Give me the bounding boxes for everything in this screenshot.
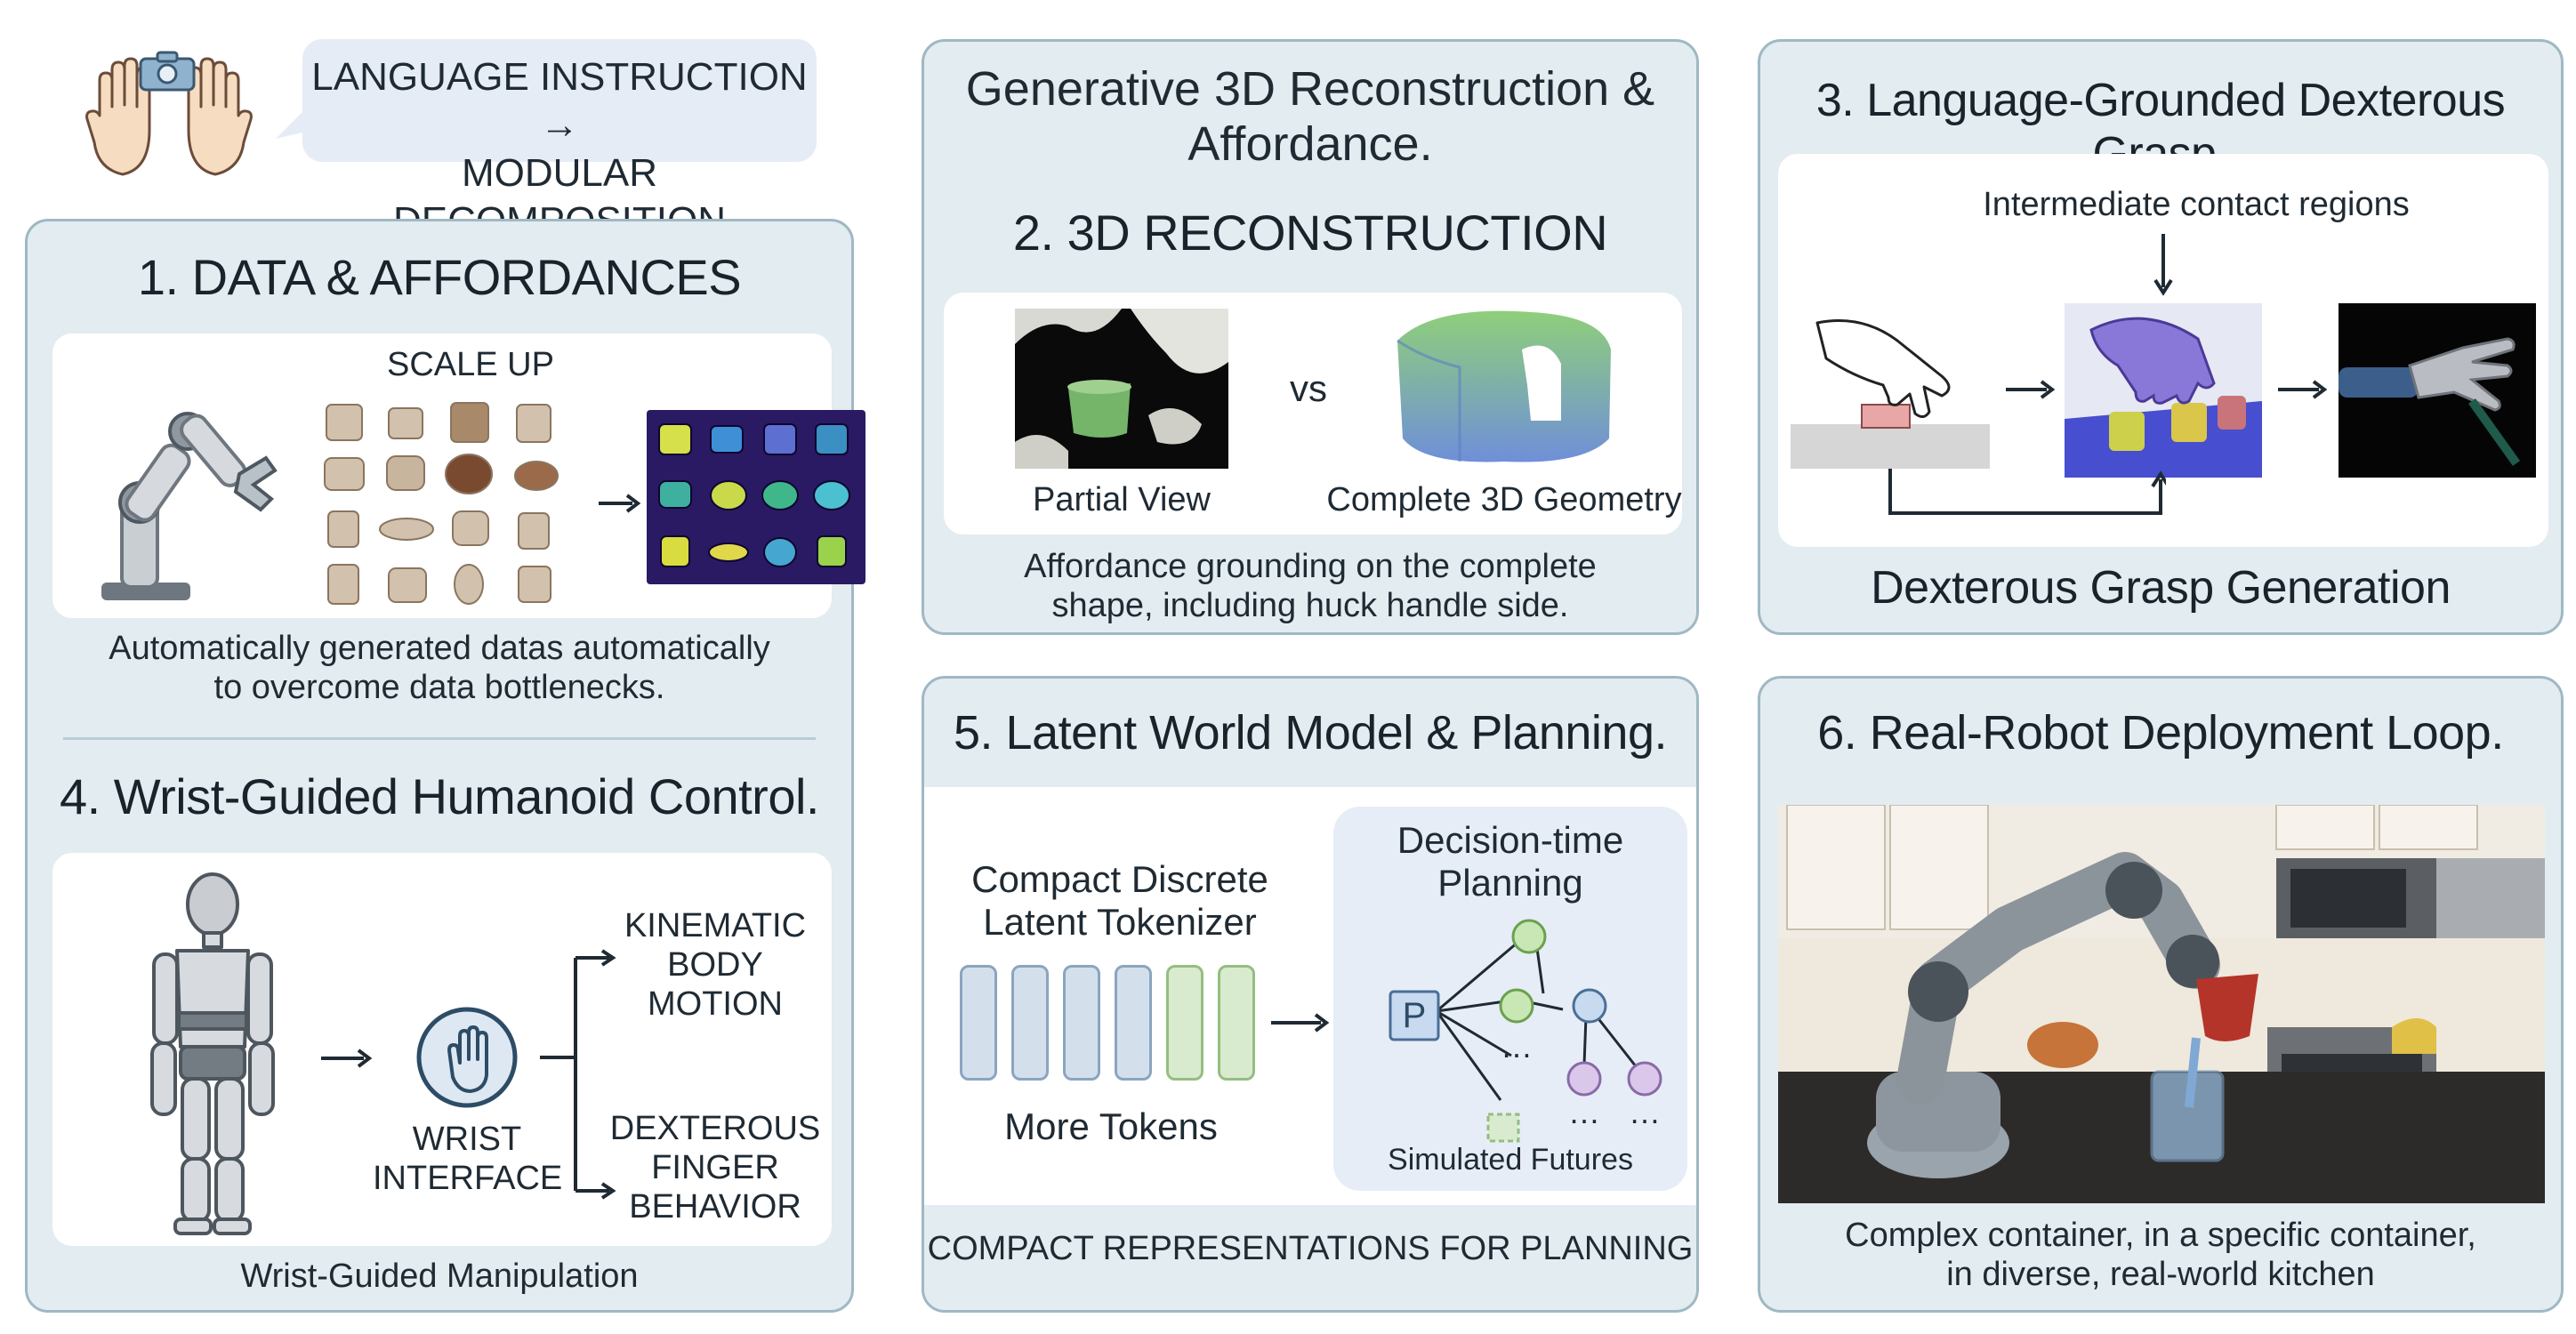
planning-label: Decision-time Planning xyxy=(1333,819,1687,904)
token-blue-3 xyxy=(1063,965,1100,1081)
panel2-title-line-2: Affordance. xyxy=(1187,117,1433,171)
planning-line-2: Planning xyxy=(1437,862,1583,904)
robot-arm-icon xyxy=(88,396,302,609)
panel2-card: vs Partial View Complete 3D Geometry xyxy=(944,293,1682,534)
panel1-card: SCALE UP xyxy=(52,334,865,618)
humanoid-icon xyxy=(141,869,284,1242)
partial-view-label: Partial View xyxy=(1033,481,1211,518)
panel-3d-reconstruction: Generative 3D Reconstruction & Affordanc… xyxy=(922,39,1699,635)
more-tokens-label: More Tokens xyxy=(1004,1105,1218,1147)
panel2-caption-line-2: shape, including huck handle side. xyxy=(1051,587,1569,624)
panel2-caption-line-1: Affordance grounding on the complete xyxy=(1024,548,1597,585)
scale-up-label: SCALE UP xyxy=(387,346,554,383)
robot-hand-image xyxy=(2339,303,2536,478)
arrow-icon xyxy=(597,490,641,517)
out2-line-1: DEXTEROUS xyxy=(609,1110,821,1147)
wrist-label-line-1: WRIST xyxy=(412,1121,522,1158)
plan-dots-2: … xyxy=(1568,1094,1600,1130)
arrow-icon xyxy=(319,1045,373,1072)
contact-regions-label: Intermediate contact regions xyxy=(1983,186,2410,223)
token-blue-4 xyxy=(1115,965,1152,1081)
complete-geometry-image xyxy=(1371,305,1638,474)
panel-data-and-humanoid: 1. DATA & AFFORDANCES SCALE UP xyxy=(25,219,865,1313)
panel-real-robot-deployment: 6. Real-Robot Deployment Loop. xyxy=(1758,676,2564,1313)
hands-icon xyxy=(80,44,258,187)
panel6-caption-line-1: Complex container, in a specific contain… xyxy=(1845,1217,2476,1254)
planning-tree: P … … … xyxy=(1389,919,1662,1143)
panel1-title: 1. DATA & AFFORDANCES xyxy=(137,249,742,305)
out1-line-1: KINEMATIC xyxy=(624,907,807,944)
complete-geometry-label: Complete 3D Geometry xyxy=(1326,481,1682,518)
panel-latent-world-model: 5. Latent World Model & Planning. Compac… xyxy=(922,676,1699,1313)
tokenizer-label: Compact Discrete Latent Tokenizer xyxy=(942,858,1298,944)
loop-connector xyxy=(1885,469,2166,531)
planning-line-1: Decision-time xyxy=(1397,819,1624,861)
affordance-heatmap-grid xyxy=(647,410,865,584)
arrow-icon xyxy=(1269,1009,1332,1036)
wrist-interface-label: WRIST INTERFACE xyxy=(373,1120,563,1198)
branch-connector xyxy=(540,942,620,1209)
camera-icon xyxy=(138,50,197,92)
partial-view-image xyxy=(1015,309,1228,469)
arrow-icon xyxy=(2004,376,2057,403)
panel2-title: Generative 3D Reconstruction & Affordanc… xyxy=(924,61,1696,172)
panel3-caption: Dexterous Grasp Generation xyxy=(1871,562,2451,614)
panel2-title-line-1: Generative 3D Reconstruction & xyxy=(965,62,1655,116)
instruction-line-1: LANGUAGE INSTRUCTION → xyxy=(311,55,808,147)
arrow-icon xyxy=(2150,234,2177,296)
arrow-icon xyxy=(2276,376,2330,403)
panel5-caption: COMPACT REPRESENTATIONS FOR PLANNING xyxy=(927,1230,1694,1267)
planning-box: Decision-time Planning P … … … xyxy=(1333,807,1687,1191)
panel2-caption: Affordance grounding on the complete sha… xyxy=(942,547,1678,625)
vs-label: vs xyxy=(1290,367,1327,409)
plan-dots-3: … xyxy=(1629,1094,1661,1130)
panel1-caption: Automatically generated datas automatica… xyxy=(63,629,816,707)
mugs-dataset-grid xyxy=(319,399,586,609)
token-green-1 xyxy=(1166,965,1203,1081)
token-blue-1 xyxy=(960,965,997,1081)
panel6-title: 6. Real-Robot Deployment Loop. xyxy=(1817,706,2504,759)
panel4-title: 4. Wrist-Guided Humanoid Control. xyxy=(60,768,819,824)
panel1-caption-line-1: Automatically generated datas automatica… xyxy=(109,630,770,667)
kitchen-robot-image xyxy=(1778,805,2545,1203)
contact-regions-image xyxy=(2065,303,2262,478)
token-blue-2 xyxy=(1011,965,1049,1081)
panel6-caption: Complex container, in a specific contain… xyxy=(1778,1216,2543,1294)
panel5-card: Compact Discrete Latent Tokenizer More T… xyxy=(924,787,1696,1205)
hand-icon xyxy=(414,1004,520,1111)
panel1-caption-line-2: to overcome data bottlenecks. xyxy=(213,669,665,706)
out2-line-3: BEHAVIOR xyxy=(629,1188,801,1226)
tokenizer-line-2: Latent Tokenizer xyxy=(983,901,1257,943)
panel-dexterous-grasp: 3. Language-Grounded Dexterous Grasp. In… xyxy=(1758,39,2564,635)
panel4-card: WRIST INTERFACE KINEMATIC BODY MOTION DE… xyxy=(52,853,832,1246)
out1-line-2: BODY MOTION xyxy=(648,946,783,1023)
human-hand-sketch xyxy=(1791,305,1990,469)
kinematic-body-motion-label: KINEMATIC BODY MOTION xyxy=(604,906,826,1024)
wrist-label-line-2: INTERFACE xyxy=(373,1160,563,1197)
dexterous-finger-behavior-label: DEXTEROUS FINGER BEHAVIOR xyxy=(604,1109,826,1226)
out2-line-2: FINGER xyxy=(651,1149,779,1186)
plan-node-label: P xyxy=(1403,996,1427,1035)
plan-dots-1: … xyxy=(1501,1028,1533,1065)
simulated-futures-label: Simulated Futures xyxy=(1388,1143,1633,1177)
panel4-caption: Wrist-Guided Manipulation xyxy=(240,1258,639,1295)
panel6-caption-line-2: in diverse, real-world kitchen xyxy=(1946,1256,2375,1293)
panel2-subtitle: 2. 3D RECONSTRUCTION xyxy=(1012,205,1608,261)
tokenizer-line-1: Compact Discrete xyxy=(971,858,1268,900)
instruction-bubble: LANGUAGE INSTRUCTION → MODULAR DECOMPOSI… xyxy=(276,39,817,243)
panel3-card: Intermediate contact regions xyxy=(1778,154,2548,547)
panel-divider xyxy=(63,737,816,740)
panel5-title: 5. Latent World Model & Planning. xyxy=(954,706,1668,759)
token-green-2 xyxy=(1218,965,1255,1081)
